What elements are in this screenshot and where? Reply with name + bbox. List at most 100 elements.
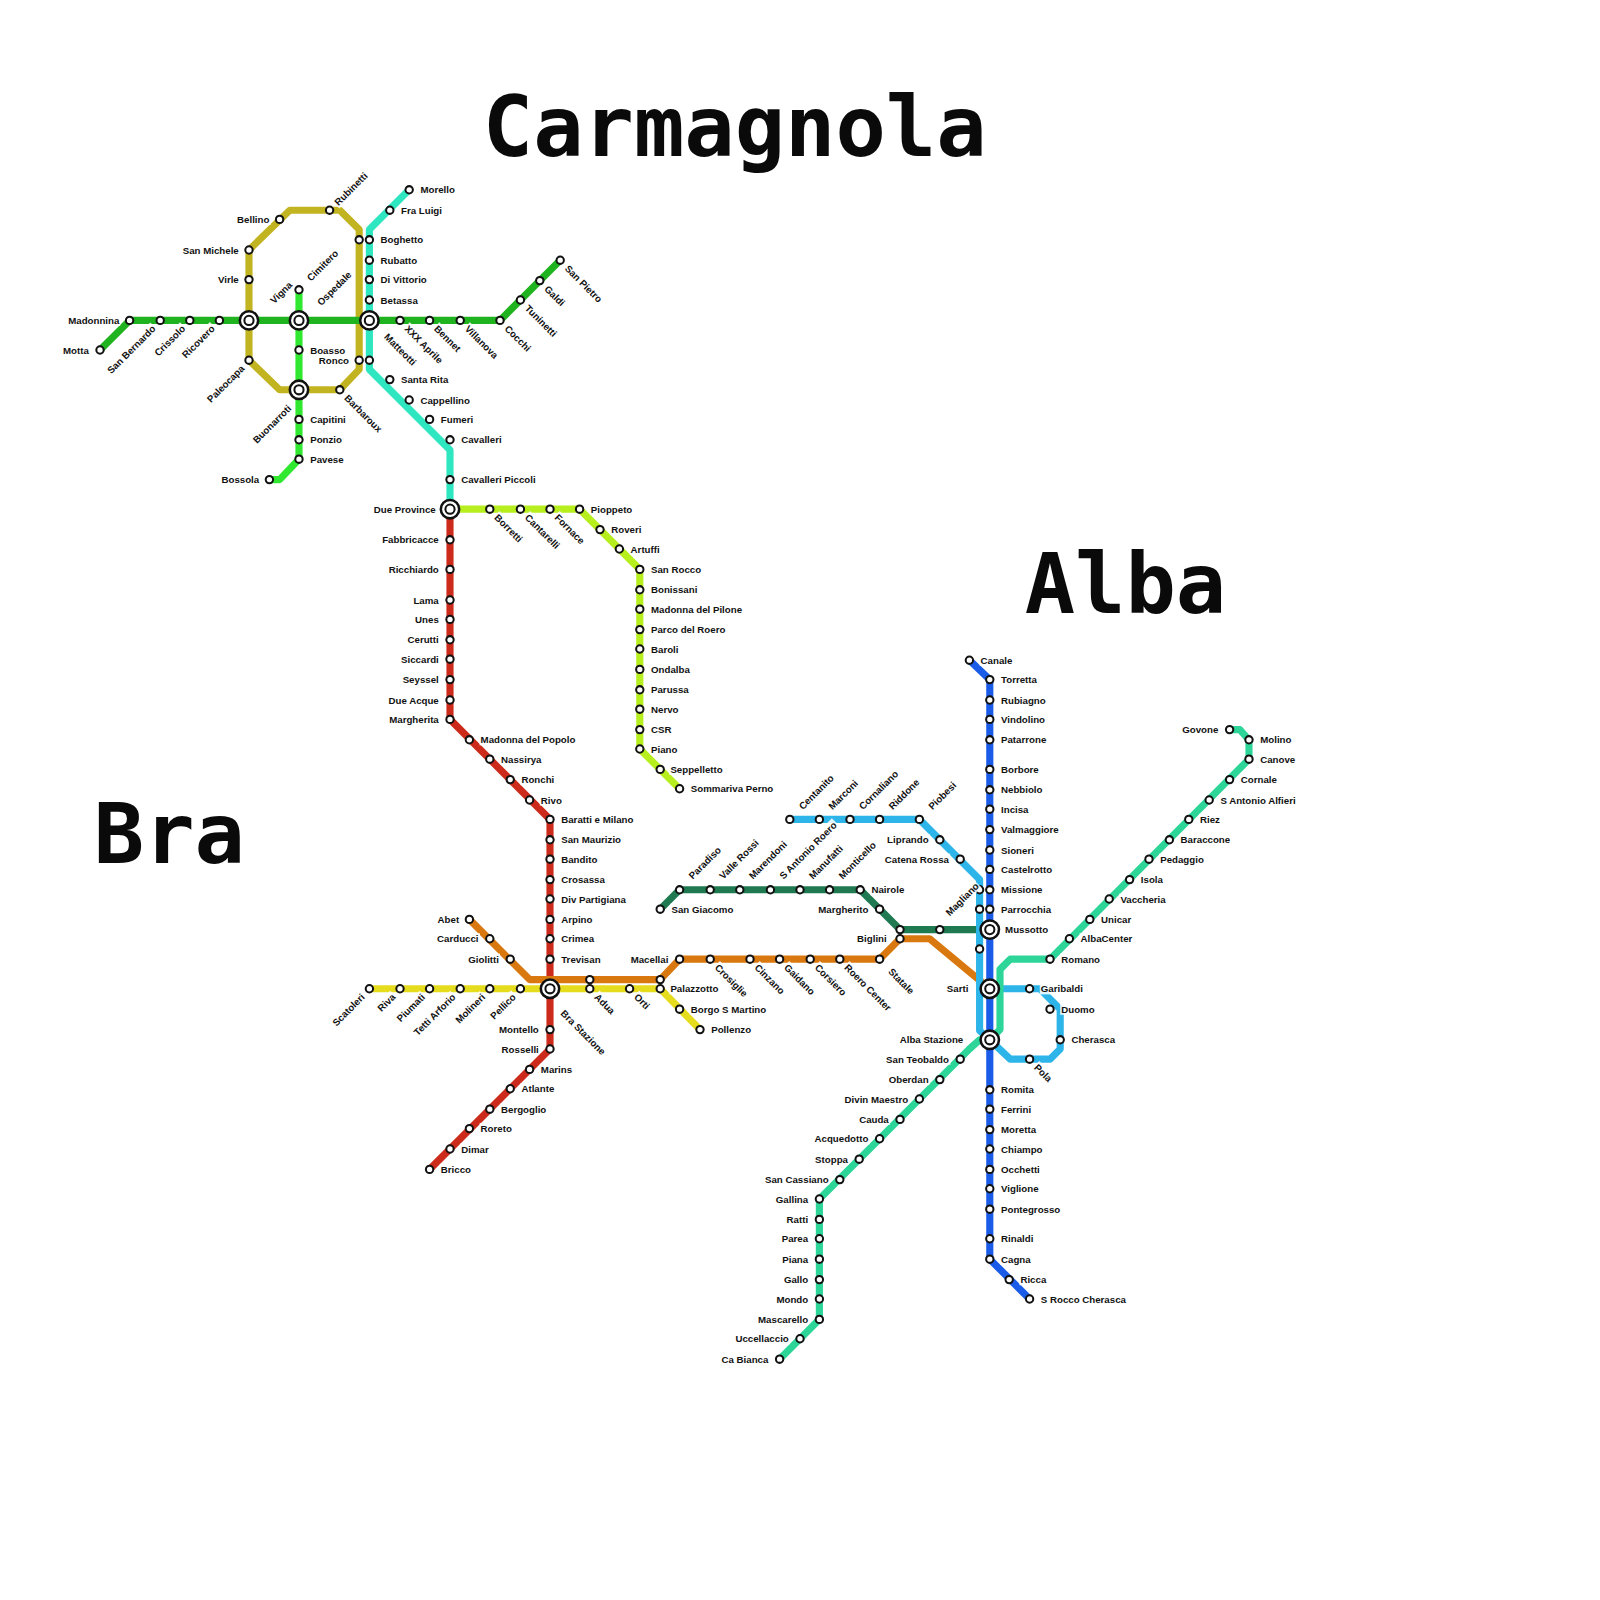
station-dot — [1006, 1276, 1013, 1283]
station-dot — [986, 766, 993, 773]
station-dot — [245, 276, 252, 283]
station-label: Vaccheria — [1119, 893, 1166, 904]
station-dot — [986, 1126, 993, 1133]
station-label: Fra Luigi — [400, 205, 443, 216]
station-label: Garibaldi — [1040, 983, 1084, 994]
station-label: Montello — [498, 1024, 540, 1035]
station-dot — [846, 816, 853, 823]
station-dot — [1226, 776, 1233, 783]
station-dot — [916, 1095, 923, 1102]
station-label: Scatoleri — [329, 991, 367, 1029]
station-dot — [657, 976, 664, 983]
station-dot — [426, 416, 433, 423]
station-dot — [466, 736, 473, 743]
city-label: Carmagnola — [483, 82, 987, 174]
station-dot — [857, 886, 864, 893]
station-dot — [876, 1135, 883, 1142]
station-dot — [986, 886, 993, 893]
station-dot — [1145, 856, 1152, 863]
station-dot — [366, 357, 373, 364]
station-dot — [816, 1256, 823, 1263]
station-label: CSR — [650, 724, 673, 735]
station-label: Bandito — [560, 854, 598, 865]
station-dot — [1026, 1295, 1033, 1302]
station-dot — [916, 816, 923, 823]
station-dot — [1185, 816, 1192, 823]
interchange-ring — [541, 980, 559, 998]
station-dot — [446, 476, 453, 483]
station-label: Baroli — [650, 643, 680, 654]
station-dot — [676, 785, 683, 792]
station-dot — [676, 956, 683, 963]
station-label: Pola — [1031, 1061, 1055, 1085]
station-dot — [1086, 916, 1093, 923]
station-dot — [636, 666, 643, 673]
station-dot — [636, 645, 643, 652]
station-label: Oberdan — [888, 1074, 930, 1085]
station-dot — [986, 1206, 993, 1213]
station-label: Valmaggiore — [1000, 824, 1060, 835]
station-label: Ronchi — [520, 774, 555, 785]
station-dot — [707, 956, 714, 963]
station-dot — [366, 257, 373, 264]
station-dot — [507, 956, 514, 963]
station-label: Moretta — [1000, 1124, 1037, 1135]
station-label: Bossola — [220, 474, 260, 485]
station-label: Fabbricacce — [381, 534, 440, 545]
station-label: Unicar — [1100, 914, 1132, 925]
station-label: Div Partigiana — [560, 893, 627, 904]
station-label: Macellai — [630, 954, 670, 965]
interchange-ring — [290, 381, 308, 399]
station-dot — [396, 985, 403, 992]
city-label: Bra — [94, 789, 245, 881]
station-label: Bra Stazione — [558, 1007, 609, 1058]
station-label: Madonna del Pilone — [650, 604, 743, 615]
station-label: Cappellino — [419, 394, 471, 405]
station-dot — [986, 806, 993, 813]
station-label: Marins — [540, 1064, 573, 1075]
station-label: Barbaroux — [342, 392, 386, 436]
station-dot — [986, 1166, 993, 1173]
station-dot — [796, 886, 803, 893]
station-dot — [876, 956, 883, 963]
station-label: Margherito — [817, 904, 869, 915]
station-label: Carducci — [436, 933, 480, 944]
station-dot — [1245, 736, 1252, 743]
station-label: S Antonio Alfieri — [1219, 794, 1296, 805]
station-dot — [1226, 726, 1233, 733]
station-dot — [546, 816, 553, 823]
station-label: Occhetti — [1000, 1164, 1041, 1175]
station-label: Rubinetti — [331, 169, 370, 208]
station-dot — [546, 935, 553, 942]
station-dot — [636, 745, 643, 752]
station-dot — [676, 886, 683, 893]
station-label: Siccardi — [400, 654, 440, 665]
station-dot — [986, 716, 993, 723]
station-label: Pedaggio — [1159, 854, 1205, 865]
station-label: Cherasca — [1070, 1034, 1116, 1045]
station-label: Romita — [1000, 1084, 1035, 1095]
station-dot — [676, 1006, 683, 1013]
station-label: Riva — [374, 991, 398, 1015]
station-label: Giolitti — [467, 954, 500, 965]
station-dot — [446, 656, 453, 663]
station-label: Abet — [437, 914, 461, 925]
interchange-ring — [981, 1031, 999, 1049]
station-label: Capitini — [309, 414, 347, 425]
station-dot — [546, 1045, 553, 1052]
station-label: Parco del Roero — [650, 624, 726, 635]
station-dot — [616, 545, 623, 552]
station-dot — [557, 257, 564, 264]
station-label: Baraccone — [1180, 834, 1232, 845]
station-label: Canale — [980, 655, 1014, 666]
station-dot — [295, 436, 302, 443]
station-label: Bonissani — [650, 584, 698, 595]
station-dot — [486, 756, 493, 763]
station-label: Piana — [781, 1254, 809, 1265]
station-dot — [816, 1295, 823, 1302]
station-dot — [386, 207, 393, 214]
station-label: Pontegrosso — [1000, 1204, 1061, 1215]
station-dot — [266, 476, 273, 483]
station-dot — [546, 506, 553, 513]
